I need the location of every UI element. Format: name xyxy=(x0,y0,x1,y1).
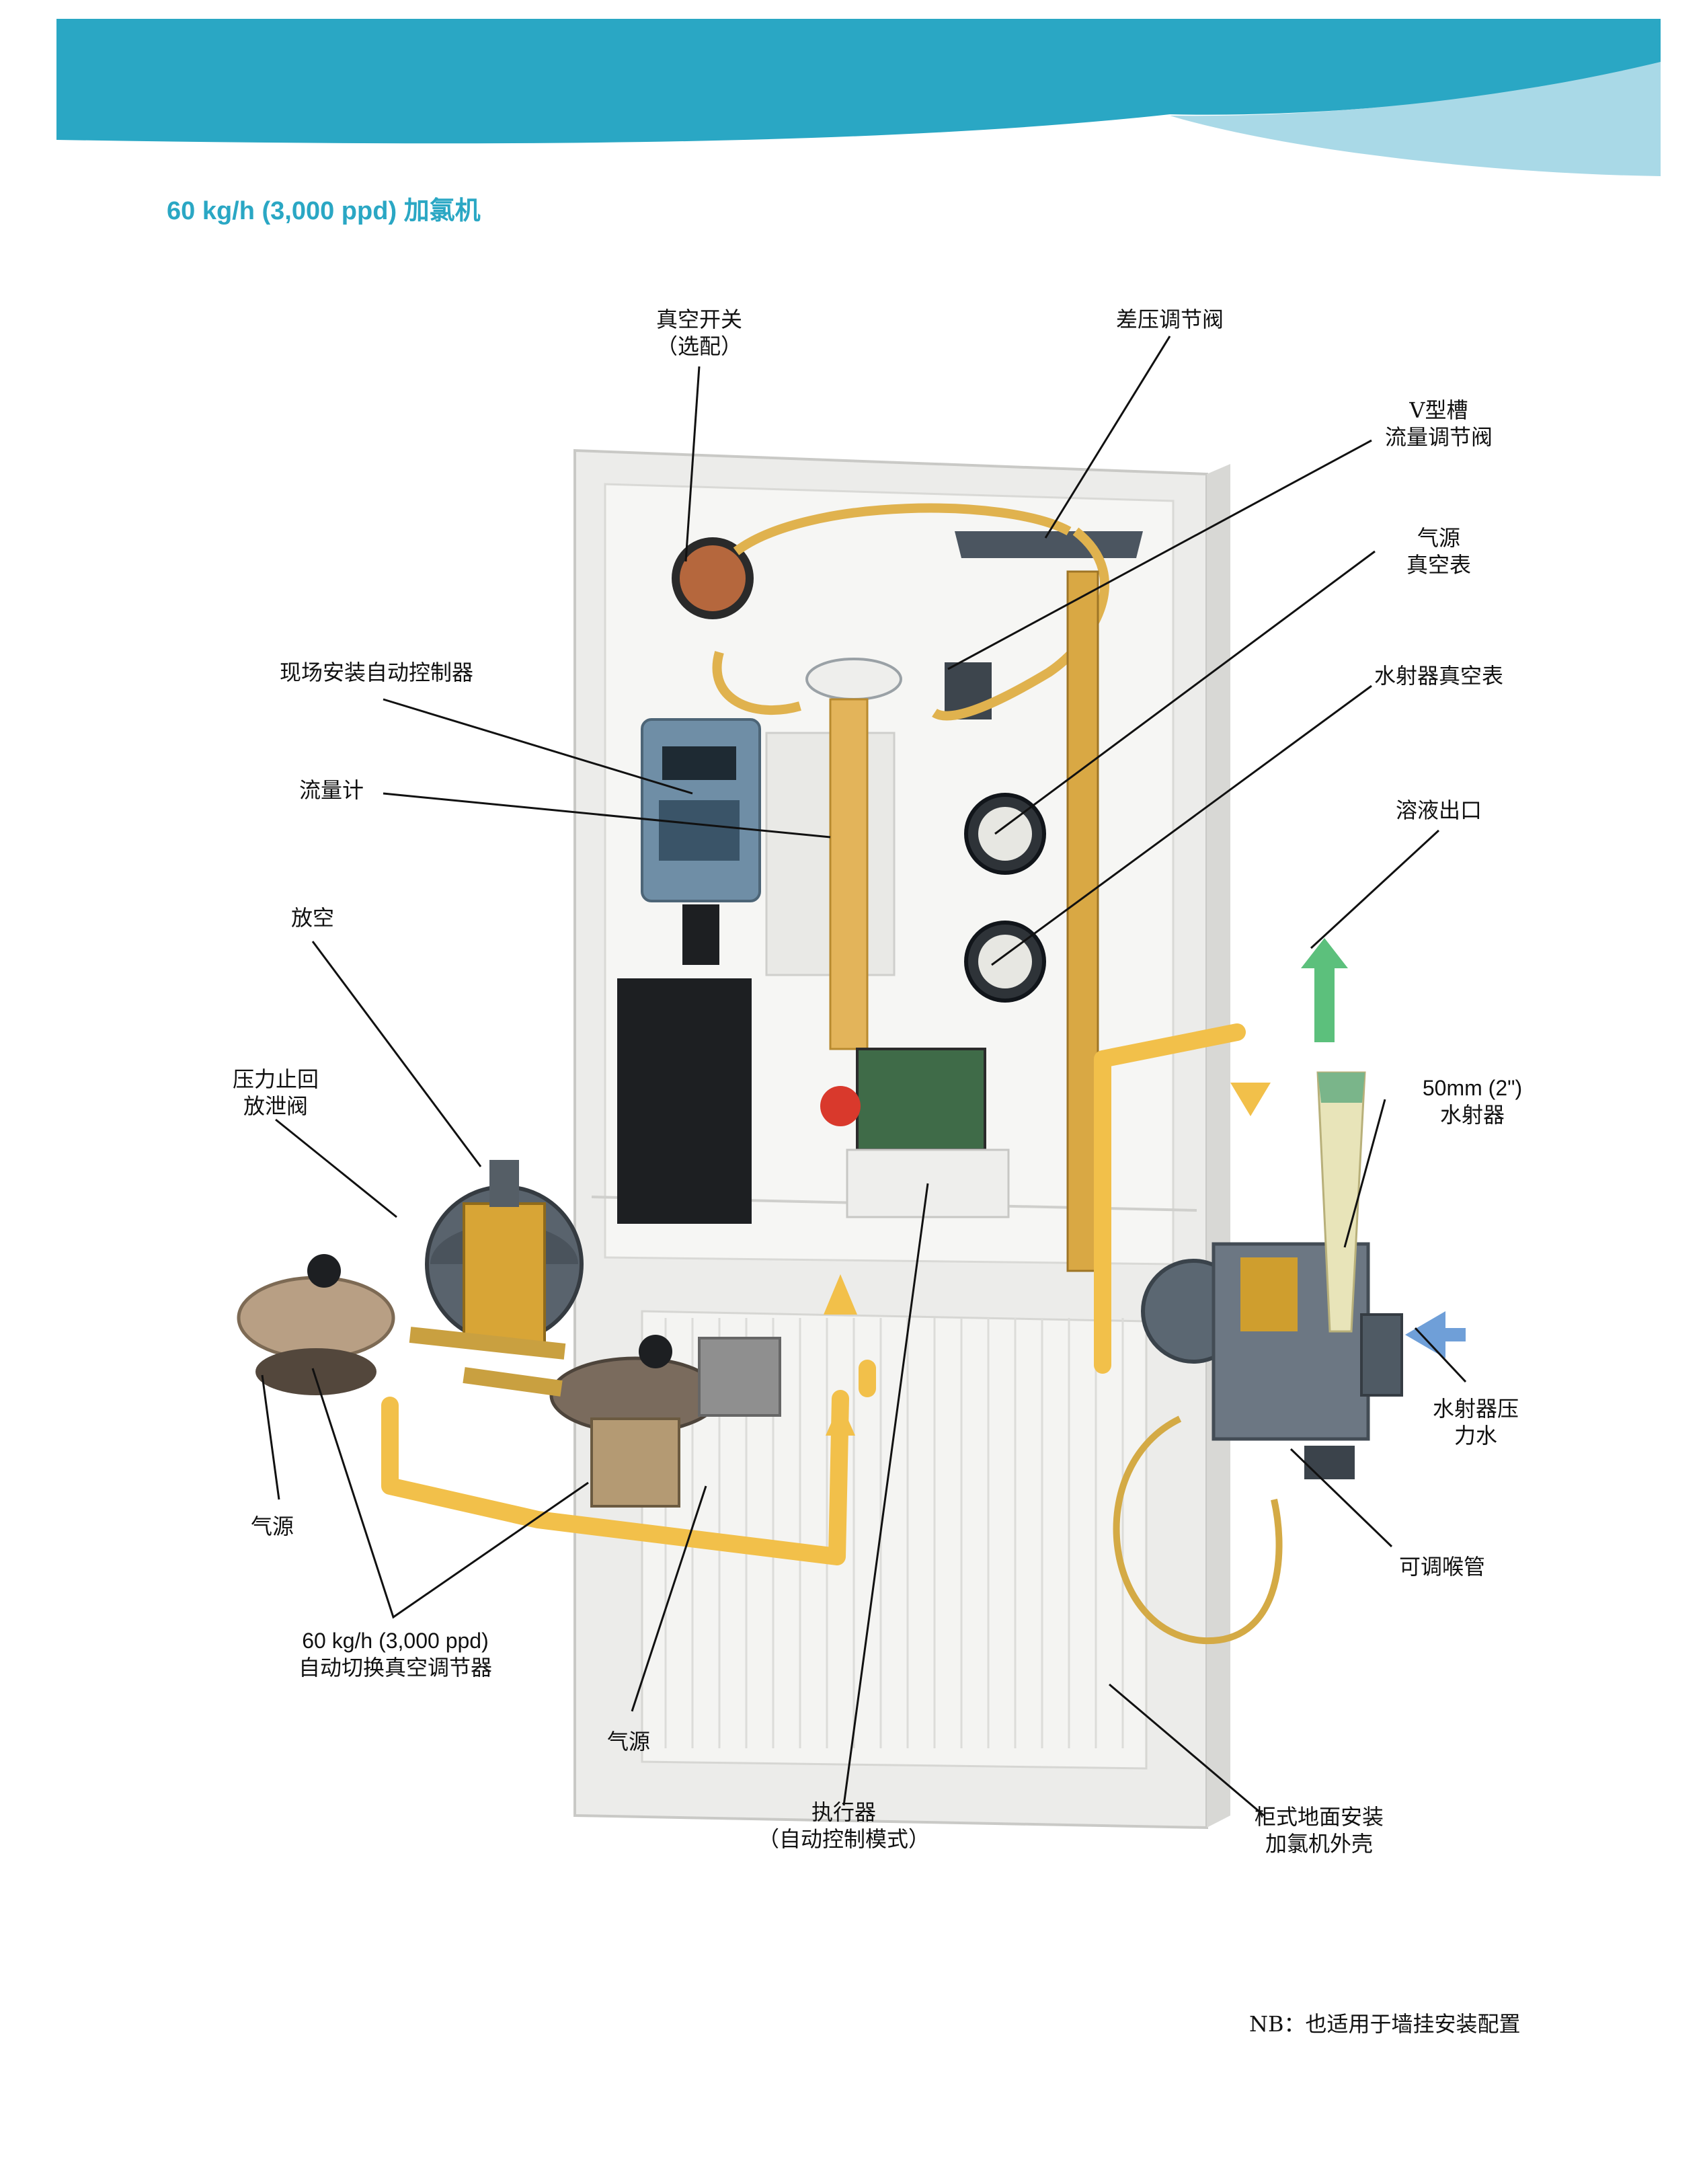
solution-outlet-arrow xyxy=(1301,938,1348,1042)
label-actuator: 执行器（自动控制模式） xyxy=(757,1799,930,1852)
vacuum-regulator-left xyxy=(237,1254,395,1395)
label-controller: 现场安装自动控制器 xyxy=(279,660,474,685)
label-gas-supply-left: 气源 xyxy=(250,1514,294,1539)
label-v-notch-valve: V型槽流量调节阀 xyxy=(1384,397,1493,450)
water-inlet-arrow xyxy=(1405,1311,1466,1358)
internal-tubing xyxy=(712,503,1109,721)
label-ejector-vacuum-gauge: 水射器真空表 xyxy=(1374,663,1504,689)
leader-lines xyxy=(261,336,1467,1817)
pressure-relief-valve xyxy=(425,1160,584,1346)
label-vacuum-switch: 真空开关（选配） xyxy=(656,307,743,359)
vacuum-switch xyxy=(672,537,754,619)
brass-piping xyxy=(409,1327,566,1397)
flowmeter-tube xyxy=(765,658,902,1050)
label-gas-supply-bottom: 气源 xyxy=(606,1729,651,1754)
label-adjustable-throat: 可调喉管 xyxy=(1398,1554,1486,1580)
label-gas-vacuum-gauge: 气源真空表 xyxy=(1406,525,1472,578)
label-flowmeter: 流量计 xyxy=(299,777,364,803)
ejector-assembly xyxy=(1141,1071,1403,1479)
footer-note: NB：也适用于墙挂安装配置 xyxy=(1249,2011,1521,2037)
label-solution-outlet: 溶液出口 xyxy=(1395,797,1482,823)
flow-arrows xyxy=(824,1083,1271,1436)
label-ejector: 50mm (2")水射器 xyxy=(1422,1076,1523,1128)
black-panel xyxy=(617,978,752,1224)
label-vacuum-regulator: 60 kg/h (3,000 ppd)自动切换真空调节器 xyxy=(298,1629,493,1680)
label-ejector-water: 水射器压力水 xyxy=(1432,1396,1519,1448)
vertical-tube xyxy=(1066,570,1099,1272)
controller-unit xyxy=(641,718,761,965)
vacuum-regulator-center xyxy=(549,1335,781,1508)
label-diff-pressure-valve: 差压调节阀 xyxy=(1115,307,1224,332)
process-pipes xyxy=(381,1023,1246,1565)
sense-tubing xyxy=(1113,1415,1283,1645)
header-banner xyxy=(56,19,1661,176)
label-cabinet: 柜式地面安装加氯机外壳 xyxy=(1254,1804,1384,1857)
label-vent: 放空 xyxy=(290,905,335,931)
label-relief-valve: 压力止回放泄阀 xyxy=(232,1066,319,1119)
page-title: 60 kg/h (3,000 ppd) 加氯机 xyxy=(167,197,481,225)
